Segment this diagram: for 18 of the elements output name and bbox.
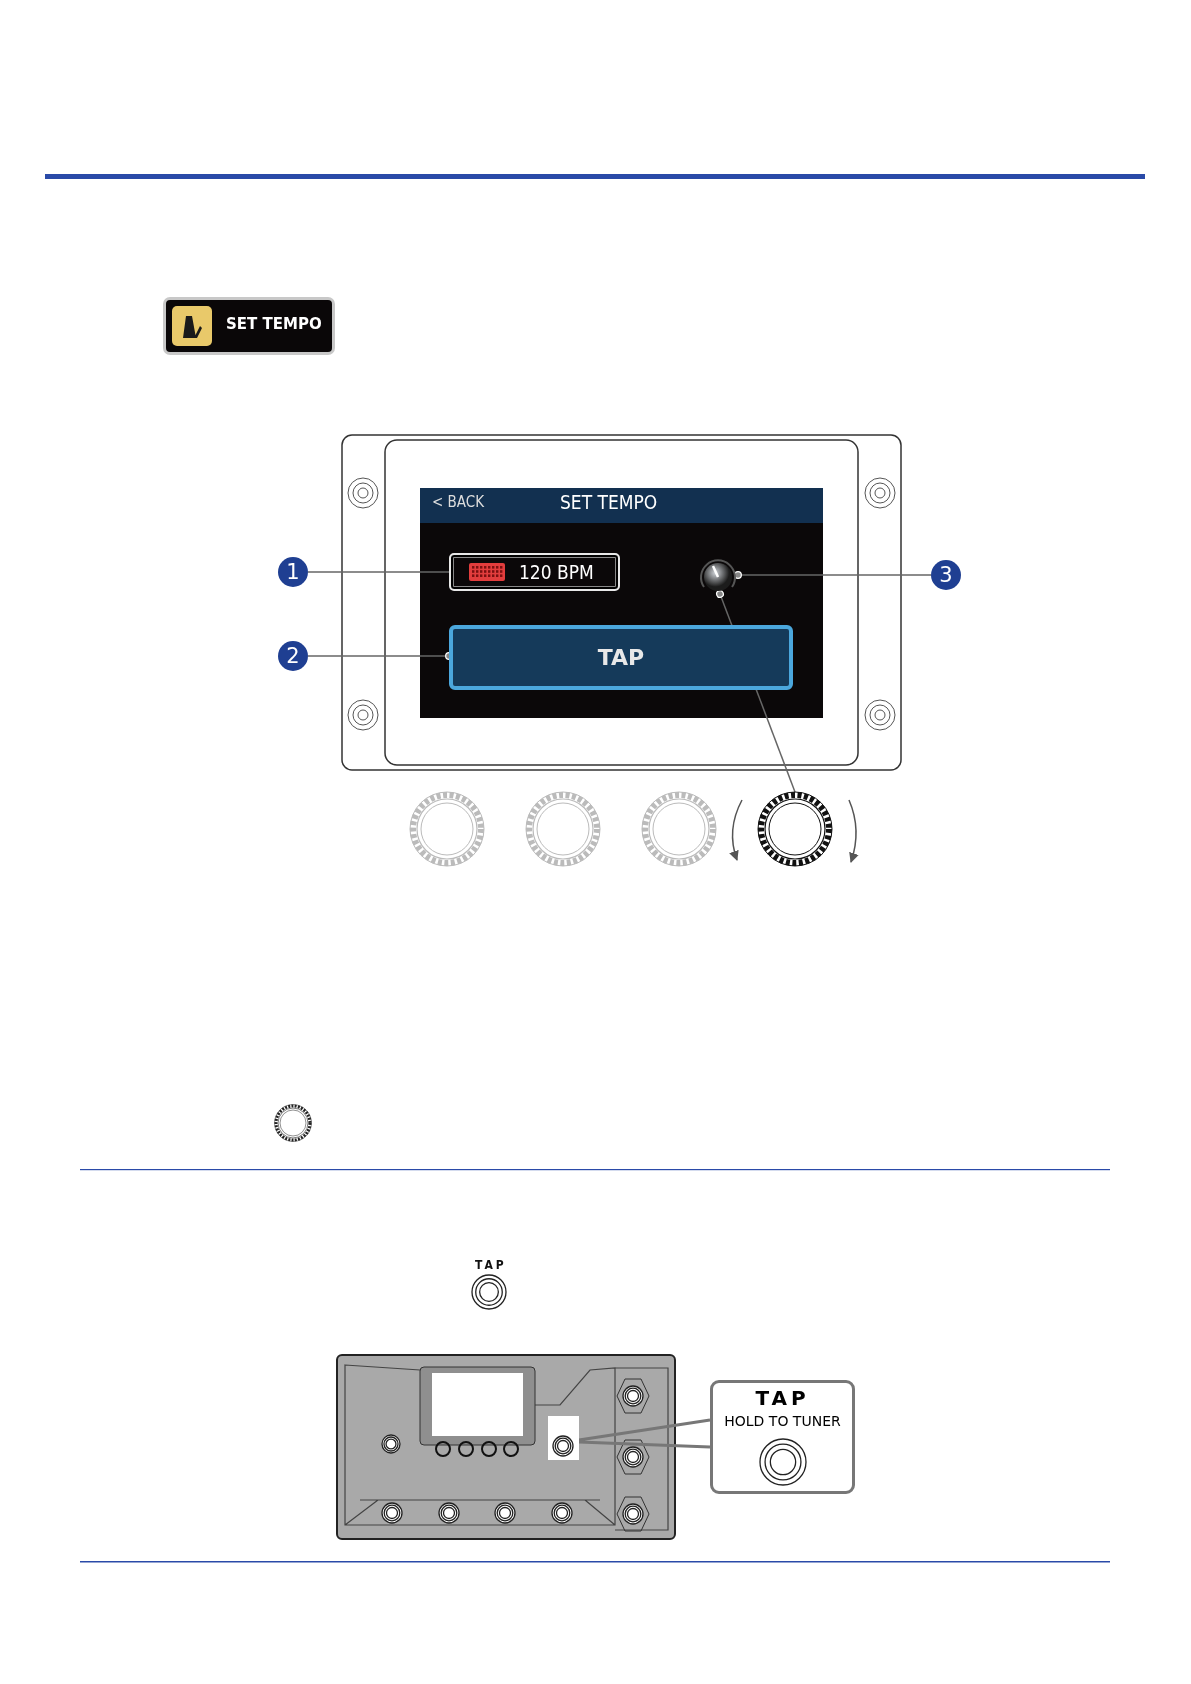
badge-title: SET TEMPO xyxy=(226,315,322,333)
callout-number: 1 xyxy=(278,557,308,587)
leader-line xyxy=(307,571,450,573)
callout-number: 3 xyxy=(931,560,961,590)
screen-title: SET TEMPO xyxy=(560,491,658,513)
switch-label: TAP xyxy=(475,1258,507,1272)
callout-number: 2 xyxy=(278,641,308,671)
tap-button: TAP xyxy=(449,625,793,690)
tempo-display xyxy=(449,553,620,591)
footswitch-highlight xyxy=(548,1416,579,1460)
zoom-callout-box xyxy=(710,1380,855,1494)
leader-line xyxy=(734,571,932,579)
encoder-knob-icon xyxy=(758,792,832,866)
callout-subtitle: HOLD TO TUNER xyxy=(723,1413,842,1429)
back-link: < BACK xyxy=(432,493,485,511)
tempo-value: 120 BPM xyxy=(519,561,594,583)
tempo-screen-badge xyxy=(163,297,335,355)
callout-title: TAP xyxy=(754,1386,811,1410)
